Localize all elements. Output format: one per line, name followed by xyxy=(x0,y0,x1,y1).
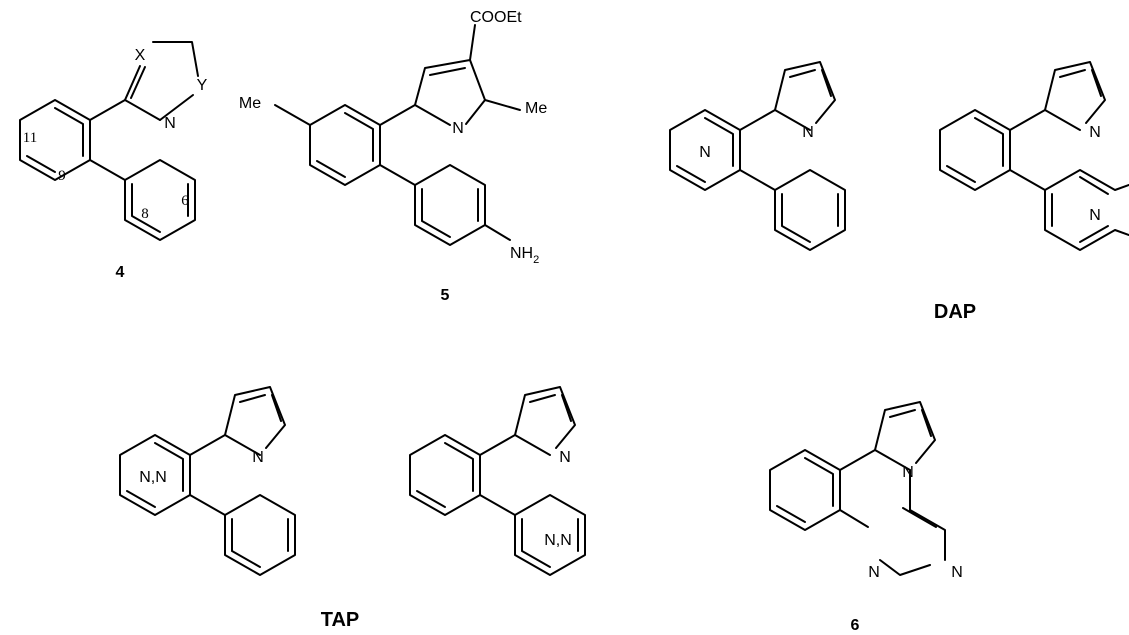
caption-tap: TAP xyxy=(321,609,360,631)
tap-structure-1: N,N N xyxy=(119,386,296,576)
atom-n: N xyxy=(802,124,814,141)
locant-8: 8 xyxy=(141,206,149,222)
caption-dap: DAP xyxy=(934,301,976,323)
ring-nn-label: N,N xyxy=(544,532,572,549)
dap-structure-2: N N xyxy=(939,61,1129,251)
structure-6: N N N 6 xyxy=(769,401,963,634)
atom-n: N xyxy=(252,449,264,466)
caption-5: 5 xyxy=(441,287,450,304)
amino-label: NH2 xyxy=(510,245,539,266)
methyl-label-left: Me xyxy=(239,95,261,112)
atom-n: N xyxy=(452,120,464,137)
locant-6: 6 xyxy=(181,193,189,209)
caption-4: 4 xyxy=(116,264,125,281)
ring-n-label: N xyxy=(1089,207,1101,224)
locant-11: 11 xyxy=(23,130,37,146)
atom-n: N xyxy=(164,115,176,132)
atom-n: N xyxy=(1089,124,1101,141)
structure-4: X Y N 11 9 8 6 4 xyxy=(19,41,208,281)
atom-x: X xyxy=(135,47,146,64)
atom-y: Y xyxy=(197,77,208,94)
ring-nn-label: N,N xyxy=(139,469,167,486)
amino-nh: NH xyxy=(510,245,533,262)
locant-9: 9 xyxy=(58,168,66,184)
dap-structure-1: N N xyxy=(669,61,846,251)
pyrimidine-n-right: N xyxy=(951,564,963,581)
ester-label: COOEt xyxy=(470,9,522,26)
tap-structure-2: N N,N xyxy=(409,386,586,576)
caption-6: 6 xyxy=(851,617,860,634)
atom-n: N xyxy=(559,449,571,466)
amino-subscript: 2 xyxy=(533,254,539,266)
structure-5: Me N COOEt Me NH2 5 xyxy=(239,9,547,304)
pyrimidine-n-left: N xyxy=(868,564,880,581)
methyl-label-right: Me xyxy=(525,100,547,117)
ring-n-label: N xyxy=(699,144,711,161)
atom-n: N xyxy=(902,464,914,481)
